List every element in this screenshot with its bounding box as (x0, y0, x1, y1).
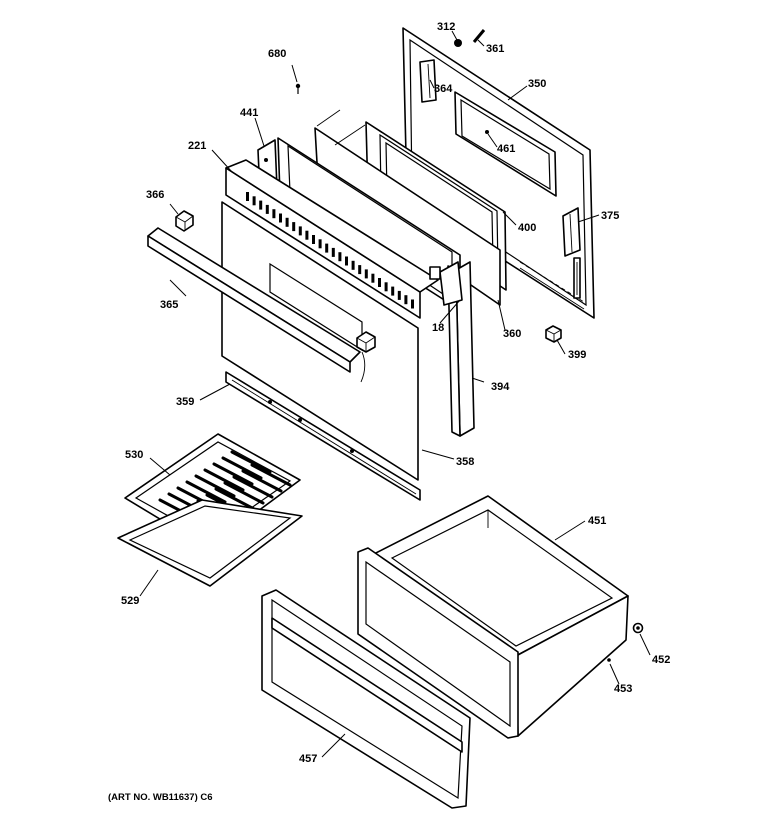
label-359: 359 (176, 396, 194, 408)
label-399: 399 (568, 349, 586, 361)
vent-slot (305, 230, 309, 240)
label-680: 680 (268, 48, 286, 60)
vent-slot (279, 213, 282, 223)
label-360: 360 (503, 328, 521, 340)
vent-slot (397, 290, 401, 300)
vent-slot (298, 226, 302, 236)
rack-slot (203, 468, 245, 492)
rack-slot (241, 469, 283, 493)
vent-slot (312, 235, 315, 244)
label-453: 453 (614, 683, 632, 695)
outer-door-panel-350 (402, 27, 595, 319)
rack-slot (223, 481, 265, 505)
vent-slot (246, 192, 249, 201)
vent-slot (272, 209, 276, 219)
label-452: 452 (652, 654, 670, 666)
hinge-bracket-364 (419, 59, 437, 103)
vent-slot (331, 247, 335, 257)
label-364: 364 (434, 83, 453, 95)
drawer-body-451 (357, 495, 629, 739)
drawer-front-457 (261, 589, 471, 809)
label-312: 312 (437, 21, 455, 33)
vent-slot (325, 243, 329, 253)
rack-slot (194, 474, 236, 498)
label-530: 530 (125, 449, 143, 461)
vent-slot (259, 200, 263, 210)
vent-slot (252, 196, 256, 206)
vent-slot (265, 204, 269, 214)
screw-312 (454, 39, 462, 47)
vent-slot (378, 278, 381, 287)
label-451: 451 (588, 515, 606, 527)
rack-slot (214, 487, 256, 511)
vent-slot (285, 217, 289, 227)
label-441: 441 (240, 107, 258, 119)
door-handle-365 (147, 227, 361, 373)
vent-slot (338, 252, 342, 262)
label-358: 358 (456, 456, 474, 468)
label-18: 18 (432, 322, 444, 334)
label-375: 375 (601, 210, 619, 222)
rack-slot (232, 475, 274, 499)
vent-slot (364, 269, 368, 279)
label-394: 394 (491, 381, 510, 393)
label-529: 529 (121, 595, 139, 607)
screw-680 (295, 83, 301, 94)
broiler-pan-529 (117, 499, 303, 587)
label-350: 350 (528, 78, 546, 90)
label-361: 361 (486, 43, 504, 55)
vent-slot (351, 260, 355, 270)
pin-361 (472, 29, 486, 43)
vent-slot (345, 256, 348, 266)
rack-slot (250, 463, 292, 487)
vent-slot (358, 265, 362, 275)
callout-labels: 312 361 680 364 350 441 461 221 366 400 … (108, 21, 670, 803)
hinge-375 (562, 207, 581, 299)
handle-cap-right (356, 331, 376, 353)
vent-trim-221 (225, 159, 439, 319)
side-trim-394 (429, 261, 475, 437)
bumper-399 (545, 325, 562, 343)
vent-slot (371, 273, 375, 283)
leader-lines (139, 30, 651, 758)
vent-slot (404, 295, 408, 305)
label-221: 221 (188, 140, 206, 152)
rack-slot (185, 480, 227, 504)
vent-slot (384, 282, 388, 292)
rack-slot (212, 462, 254, 486)
label-400: 400 (518, 222, 536, 234)
screw-453 (607, 658, 611, 662)
vent-slot (391, 286, 395, 296)
handle-cap-366 (175, 210, 194, 232)
label-365: 365 (160, 299, 178, 311)
vent-slot (411, 299, 414, 309)
roller-452 (632, 622, 644, 634)
vent-slot (292, 222, 296, 232)
rack-slot (230, 450, 272, 474)
window-assembly-461 (454, 91, 557, 197)
art-number: (ART NO. WB11637) C6 (108, 792, 213, 803)
label-366: 366 (146, 189, 164, 201)
vent-slot (318, 239, 322, 249)
label-457: 457 (299, 753, 317, 765)
label-461: 461 (497, 143, 515, 155)
rack-slot (221, 456, 263, 480)
